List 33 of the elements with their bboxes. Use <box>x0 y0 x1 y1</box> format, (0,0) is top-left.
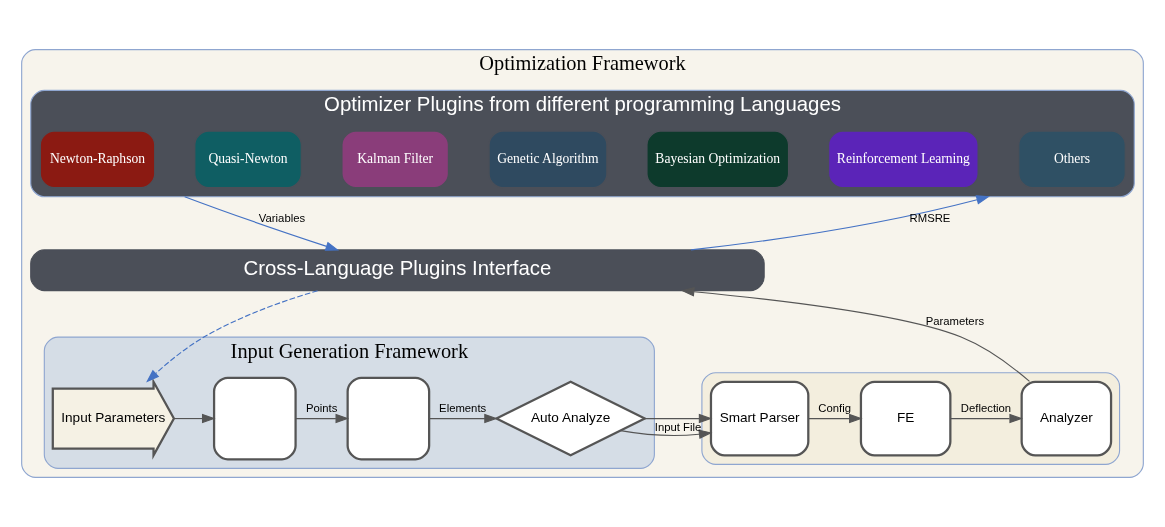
node-box: Quasi-Newton <box>194 130 302 189</box>
edge-label: Parameters <box>925 314 985 327</box>
arrow <box>184 196 340 251</box>
node-box: Cross-Language Plugins Interface <box>30 249 765 292</box>
edge-label: Config <box>818 401 851 414</box>
edge-label: Input File <box>654 421 702 434</box>
arrow <box>949 413 1023 424</box>
node-box: Others <box>1018 130 1126 189</box>
node-box <box>346 376 431 461</box>
edge-label: Elements <box>439 401 487 414</box>
node-diamond: Auto Analyze <box>493 380 648 457</box>
arrow <box>146 290 319 383</box>
cluster <box>701 372 1121 465</box>
arrow <box>428 413 498 424</box>
edge-label: Points <box>305 401 338 414</box>
edge-label: Deflection <box>960 401 1012 414</box>
node-box: Newton-Raphson <box>39 130 156 189</box>
node-box: Kalman Filter <box>341 130 449 189</box>
node-box: FE <box>859 380 952 457</box>
arrow <box>295 413 350 424</box>
edge-label: Variables <box>258 211 306 224</box>
node-box: Bayesian Optimization <box>646 130 790 189</box>
arrow <box>173 413 216 424</box>
node-box <box>212 376 297 461</box>
node-box: Analyzer <box>1020 380 1113 457</box>
node-box: Smart Parser <box>709 380 810 457</box>
edge-label: RMSRE <box>909 211 951 224</box>
arrow <box>808 413 863 424</box>
arrow <box>680 287 1031 382</box>
node-box: Genetic Algorithm <box>488 130 608 189</box>
node-box: Reinforcement Learning <box>828 130 979 189</box>
arrow <box>620 413 713 439</box>
arrow <box>690 195 990 251</box>
